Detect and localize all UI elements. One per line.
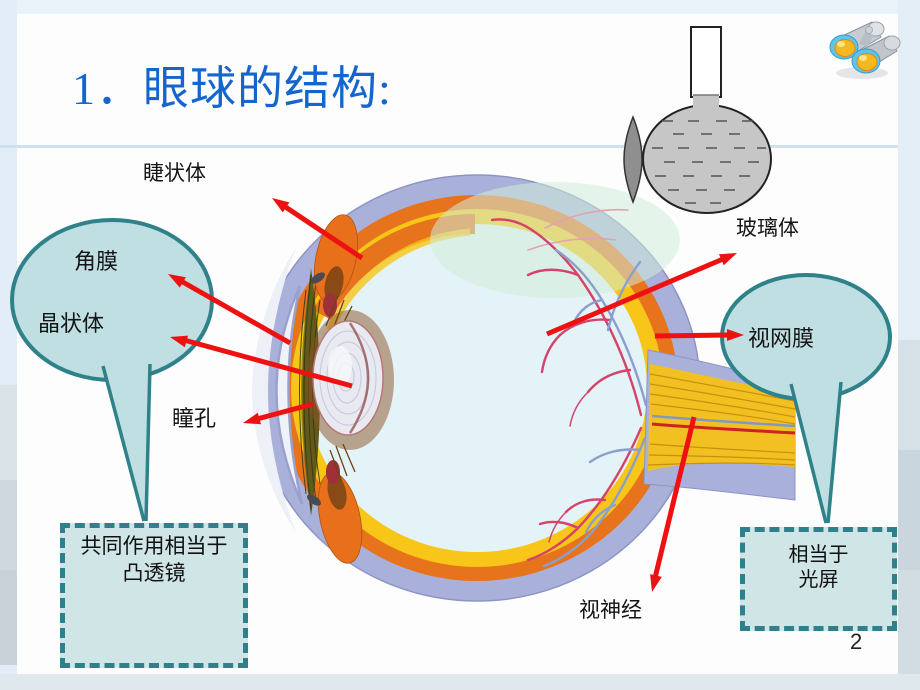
- label-vitreous-body: 玻璃体: [736, 216, 799, 240]
- left-callout-bubble: [10, 218, 214, 523]
- arrow-to-ciliary-body: [272, 198, 364, 261]
- label-pupil: 瞳孔: [172, 406, 217, 431]
- label-optic-nerve: 视神经: [579, 598, 642, 622]
- arrow-to-retina: [654, 329, 744, 341]
- page-number: 2: [850, 629, 863, 654]
- margin-texture: [898, 450, 920, 570]
- margin-texture: [0, 480, 17, 570]
- margin-texture: [0, 385, 17, 480]
- note-text: 相当于: [788, 544, 849, 566]
- arrow-to-vitreous: [546, 253, 737, 337]
- right-callout-bubble: [720, 273, 892, 525]
- note-text: 凸透镜: [122, 561, 186, 586]
- note-text: 共同作用相当于: [80, 534, 228, 558]
- label-lens: 晶状体: [38, 311, 105, 336]
- margin-texture: [0, 570, 17, 665]
- arrow-to-optic-nerve: [650, 416, 697, 592]
- bottom-margin-band: [0, 674, 920, 690]
- pointer-arrows: [168, 198, 744, 592]
- label-cornea: 角膜: [74, 249, 119, 274]
- left-margin-strip: [0, 0, 17, 690]
- liquid-dashes: [652, 120, 766, 204]
- note-box-convex-lens: 共同作用相当于 凸透镜: [60, 523, 248, 668]
- label-ciliary-body: 睫状体: [143, 161, 206, 185]
- binoculars-icon: [829, 21, 901, 79]
- margin-texture: [898, 340, 920, 450]
- arrow-to-pupil: [243, 401, 314, 425]
- arrow-to-cornea: [168, 274, 292, 346]
- note-text: 光屏: [798, 569, 839, 591]
- flask-and-lens-icon: [623, 26, 772, 214]
- right-margin-strip: [898, 0, 920, 690]
- slide-title: 1．眼球的结构:: [72, 63, 392, 114]
- note-box-light-screen: 相当于 光屏: [740, 527, 897, 631]
- label-retina: 视网膜: [748, 326, 815, 351]
- arrow-to-lens: [170, 335, 353, 389]
- eye-cross-section-illustration: [252, 174, 796, 602]
- horizontal-divider-line: [0, 145, 920, 148]
- margin-texture: [898, 570, 920, 690]
- eye-front-segment: [252, 214, 394, 564]
- convex-lens-icon: [623, 114, 643, 205]
